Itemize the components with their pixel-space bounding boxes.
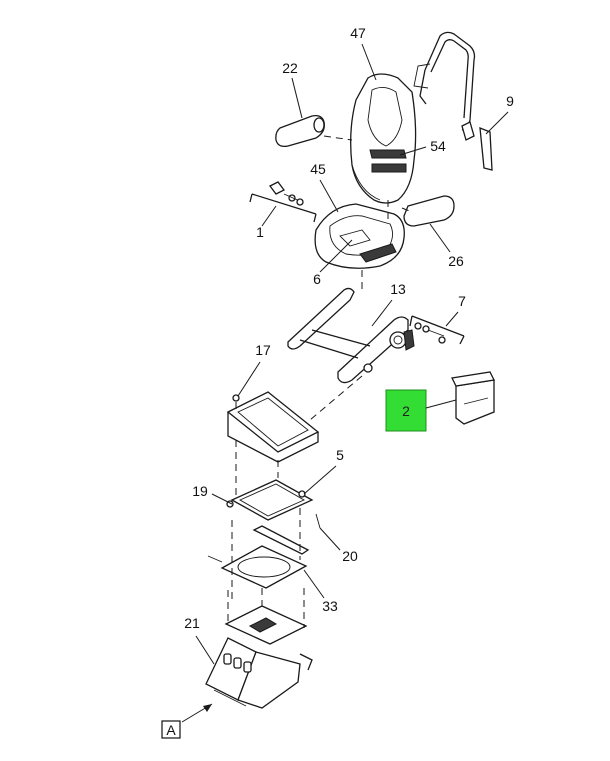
alignment-lines — [227, 135, 413, 628]
callout-17-leader — [237, 361, 261, 397]
swivel-base-plate-part[interactable] — [207, 525, 310, 589]
callout-13-leader — [371, 299, 393, 327]
callout-54-label: 54 — [430, 138, 446, 154]
callout-19-label: 19 — [192, 483, 208, 499]
callout-13-label: 13 — [390, 281, 406, 297]
callout-6-label: 6 — [313, 271, 321, 287]
bolt-kit-part[interactable] — [409, 315, 465, 345]
callout-26-label: 26 — [448, 253, 464, 269]
mid-mount-plate-part[interactable] — [226, 479, 321, 529]
left-armrest-part[interactable] — [275, 114, 325, 148]
callout-9-leader — [485, 111, 509, 135]
callout-1-leader — [261, 205, 277, 227]
callout-2-label: 2 — [402, 403, 410, 419]
callout-22-leader — [291, 77, 303, 119]
callout-22-label: 22 — [282, 60, 298, 76]
callout-33-label: 33 — [322, 598, 338, 614]
view-reference-label: A — [166, 722, 176, 738]
callout-21-label: 21 — [184, 615, 200, 631]
callout-20-label: 20 — [342, 548, 358, 564]
callout-21-leader — [195, 635, 215, 665]
callout-17-label: 17 — [255, 342, 271, 358]
suspension-base-part[interactable] — [205, 605, 313, 709]
callout-5-label: 5 — [336, 447, 344, 463]
handle-kit-part[interactable] — [249, 181, 317, 223]
storage-box-part[interactable] — [451, 371, 495, 425]
callout-2-leader — [425, 399, 457, 409]
callout-5-leader — [303, 465, 337, 495]
callout-54-leader — [399, 146, 427, 156]
callout-33-leader — [303, 569, 325, 599]
upper-mount-plate-part[interactable] — [226, 391, 320, 463]
headrest-frame-part[interactable] — [413, 31, 493, 171]
seat-back-part[interactable] — [350, 73, 417, 204]
callout-6-leader — [319, 239, 353, 273]
seat-slide-frame-part[interactable] — [287, 287, 415, 384]
callout-1-label: 1 — [256, 224, 264, 240]
callout-26-leader — [429, 223, 451, 253]
seat-cushion-part[interactable] — [314, 203, 405, 269]
callout-47-leader — [361, 43, 377, 81]
callout-9-label: 9 — [506, 93, 514, 109]
right-armrest-part[interactable] — [403, 195, 455, 227]
callout-7-leader — [445, 311, 459, 327]
view-reference-box[interactable] — [161, 720, 181, 739]
callout-20-leader — [319, 527, 341, 551]
view-reference-arrow-icon — [203, 704, 212, 712]
callout-45-leader — [319, 179, 339, 213]
callout-7-label: 7 — [458, 293, 466, 309]
highlight-callout-box[interactable] — [385, 389, 427, 432]
callout-19-leader — [211, 493, 233, 505]
callout-45-label: 45 — [310, 161, 326, 177]
callout-47-label: 47 — [350, 25, 366, 41]
